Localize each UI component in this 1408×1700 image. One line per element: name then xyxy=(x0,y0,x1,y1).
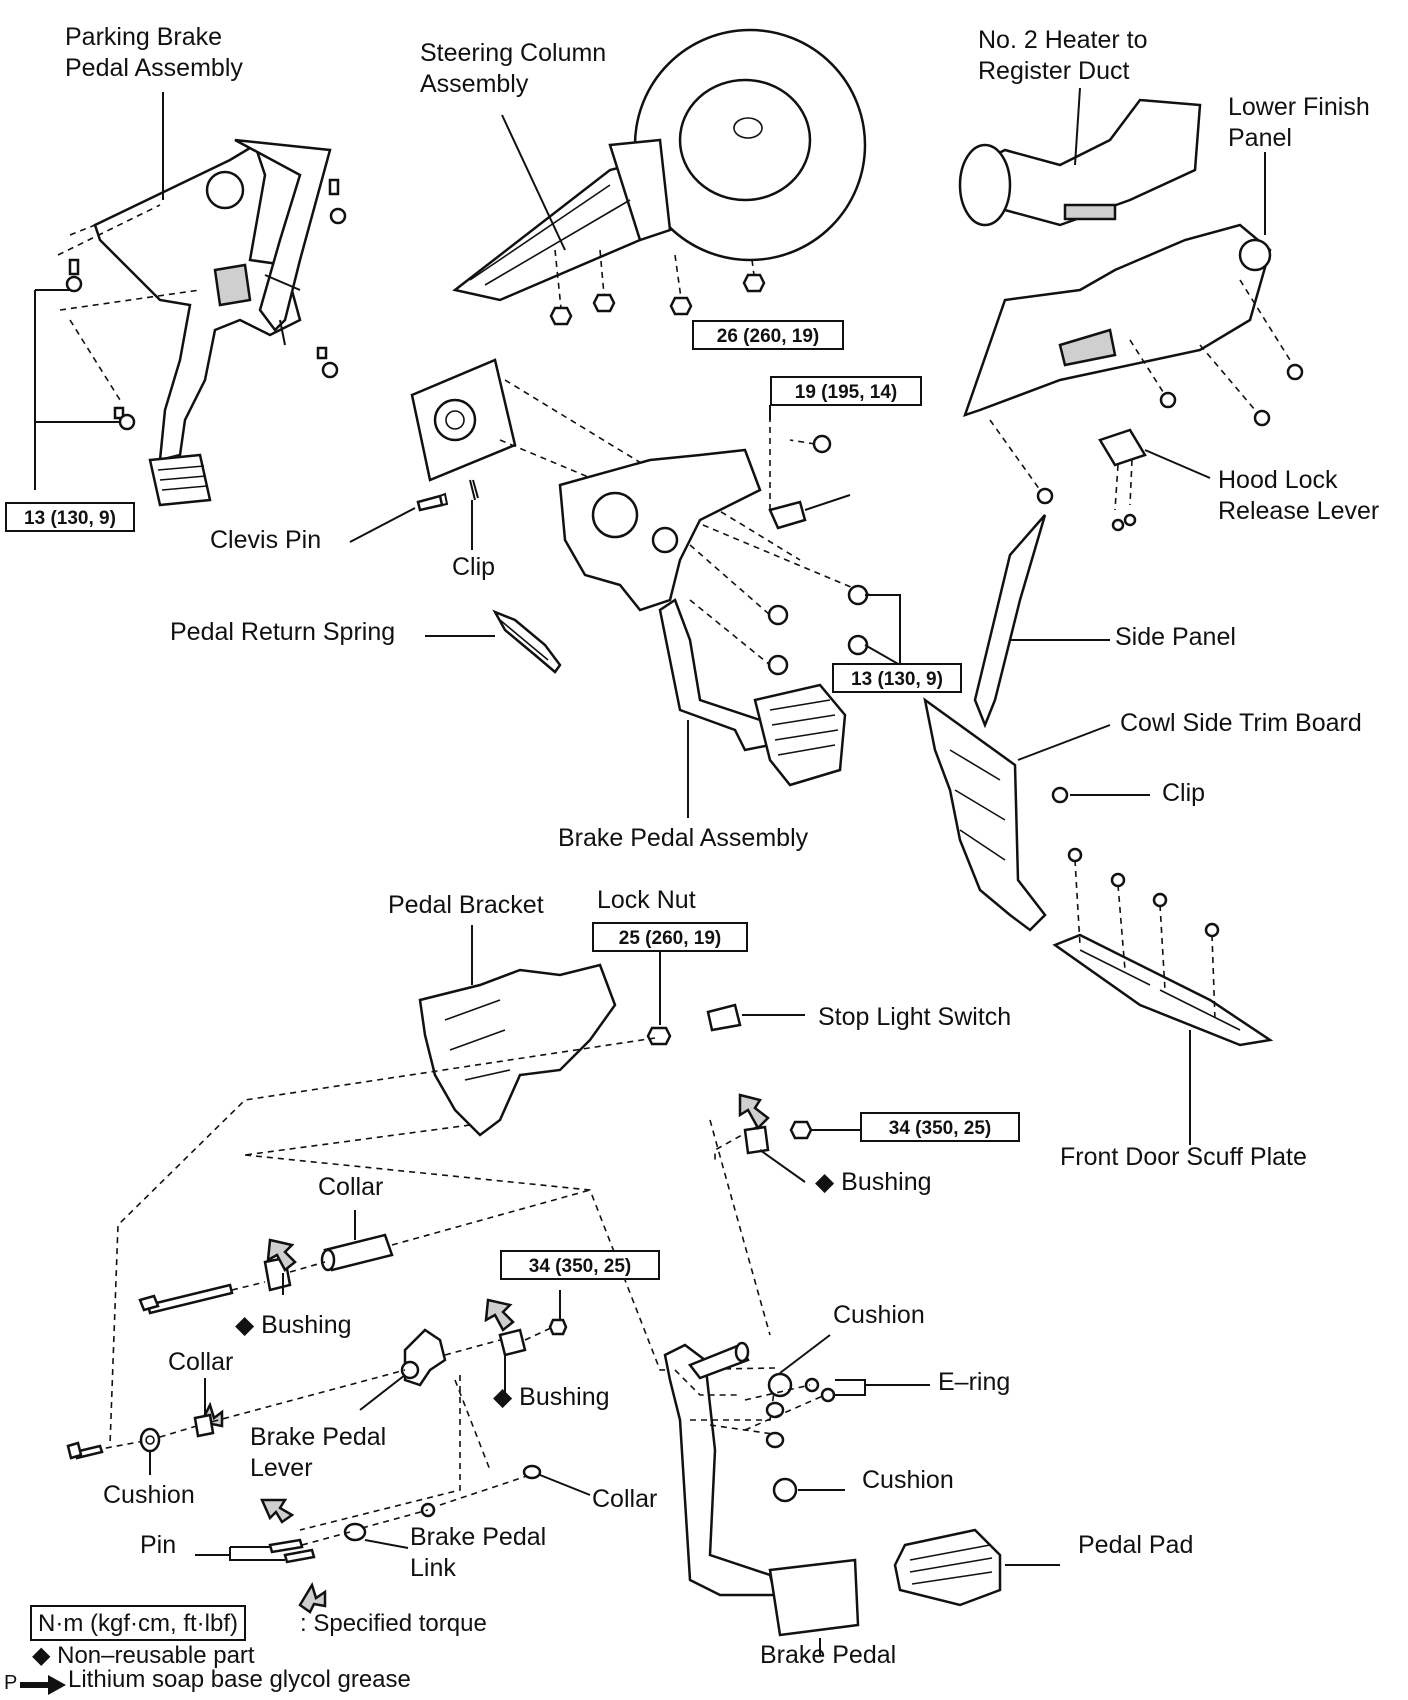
torque-lever-nut: 34 (350, 25) xyxy=(500,1250,660,1280)
label-pedal-pad: Pedal Pad xyxy=(1078,1531,1194,1559)
label-front-door-scuff-plate: Front Door Scuff Plate xyxy=(1060,1143,1307,1171)
label-bushing-mid: ◆ Bushing xyxy=(493,1383,610,1411)
torque-steering-column: 26 (260, 19) xyxy=(692,320,844,350)
legend-torque-description: : Specified torque xyxy=(300,1610,487,1637)
torque-parking-brake: 13 (130, 9) xyxy=(5,502,135,532)
label-lock-nut: Lock Nut xyxy=(597,886,696,914)
heater-duct-drawing xyxy=(958,98,1202,227)
legend-non-reusable: ◆ Non–reusable part xyxy=(32,1642,255,1669)
label-side-panel: Side Panel xyxy=(1115,623,1236,651)
lower-panel-screws xyxy=(1036,363,1304,505)
torque-lock-nut: 25 (260, 19) xyxy=(592,922,748,952)
torque-pivot-nut: 34 (350, 25) xyxy=(860,1112,1020,1142)
label-brake-pedal-assembly: Brake Pedal Assembly xyxy=(558,824,809,852)
label-cushion-right-top: Cushion xyxy=(833,1301,925,1329)
label-lower-finish-panel: Lower Finish Panel xyxy=(1228,93,1370,152)
cowl-side-trim-drawing xyxy=(923,697,1047,932)
brake-pedal-assembly-drawing xyxy=(558,448,851,787)
label-parking-brake-pedal-assembly: Parking Brake Pedal Assembly xyxy=(65,23,243,82)
label-cushion-right-bottom: Cushion xyxy=(862,1466,954,1494)
label-pedal-bracket: Pedal Bracket xyxy=(388,891,544,919)
label-bushing-left: ◆ Bushing xyxy=(235,1311,352,1339)
brake-pedal-drawing xyxy=(663,1341,860,1637)
label-brake-pedal: Brake Pedal xyxy=(760,1641,897,1669)
label-brake-pedal-link: Brake Pedal Link xyxy=(410,1523,547,1582)
parking-brake-bolts xyxy=(65,178,347,431)
label-stop-light-switch: Stop Light Switch xyxy=(818,1003,1012,1031)
label-clevis-pin: Clevis Pin xyxy=(210,526,322,554)
label-heater-duct: No. 2 Heater to Register Duct xyxy=(978,26,1148,85)
label-e-ring: E–ring xyxy=(938,1368,1011,1396)
bracket-nuts xyxy=(767,584,869,676)
parking-brake-pedal-drawing xyxy=(93,138,332,507)
pedal-pad-drawing xyxy=(893,1528,1002,1607)
legend-torque-unit-box: N·m (kgf·cm, ft·lbf) xyxy=(30,1605,246,1641)
pedal-bracket-drawing xyxy=(418,963,617,1137)
label-collar-top: Collar xyxy=(318,1173,384,1201)
label-cushion-left: Cushion xyxy=(103,1481,195,1509)
label-steering-column-assembly: Steering Column Assembly xyxy=(420,39,607,98)
label-hood-lock-release-lever: Hood Lock Release Lever xyxy=(1218,466,1380,525)
legend-grease: Lithium soap base glycol grease xyxy=(68,1666,411,1693)
label-pedal-return-spring: Pedal Return Spring xyxy=(170,618,396,646)
scuff-plate-drawing xyxy=(1052,933,1274,1047)
steering-nuts xyxy=(549,273,766,326)
label-bushing-right: ◆ Bushing xyxy=(815,1168,932,1196)
label-collar-left: Collar xyxy=(168,1348,234,1376)
legend-grease-prefix: P xyxy=(4,1672,18,1694)
torque-bracket-bolt: 19 (195, 14) xyxy=(770,376,922,406)
label-pin: Pin xyxy=(140,1531,177,1559)
torque-bracket-nuts: 13 (130, 9) xyxy=(832,663,962,693)
label-clip-right: Clip xyxy=(1162,779,1206,807)
label-cowl-side-trim-board: Cowl Side Trim Board xyxy=(1120,709,1362,737)
label-clip-upper: Clip xyxy=(452,553,496,581)
lower-finish-panel-drawing xyxy=(962,223,1272,417)
grease-arrow-icon xyxy=(20,1675,66,1695)
label-collar-bottom: Collar xyxy=(592,1485,658,1513)
label-brake-pedal-lever: Brake Pedal Lever xyxy=(250,1423,387,1482)
steering-column-drawing xyxy=(452,28,867,302)
